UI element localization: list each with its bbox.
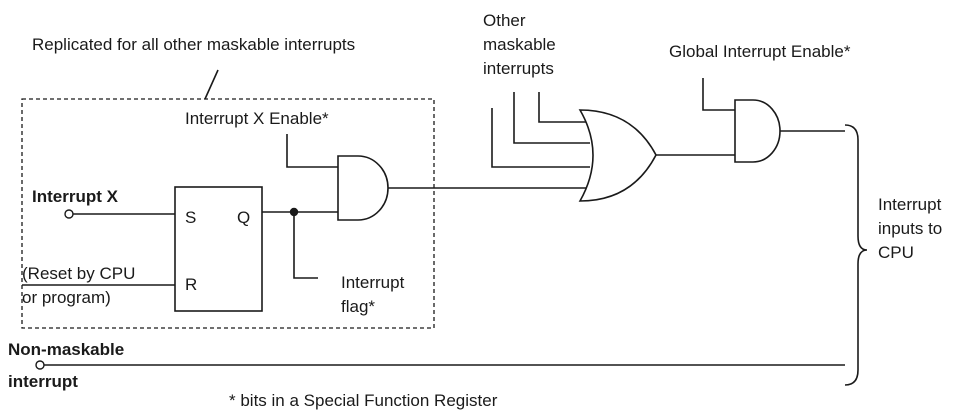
and-gate-interrupt-x bbox=[337, 155, 389, 221]
non-maskable-label-line1: Non-maskable bbox=[8, 340, 124, 359]
replicated-block-box bbox=[21, 98, 435, 329]
non-maskable-terminal bbox=[35, 360, 45, 370]
cpu-inputs-label-line1: Interrupt bbox=[878, 195, 942, 214]
sr-latch-box bbox=[174, 186, 263, 312]
other-interrupt-wire-1 bbox=[491, 108, 590, 168]
replicated-note: Replicated for all other maskable interr… bbox=[32, 35, 355, 54]
other-interrupt-wire-2 bbox=[513, 92, 590, 144]
non-maskable-label-line2: interrupt bbox=[8, 372, 78, 391]
other-maskable-label-line3: interrupts bbox=[483, 59, 554, 78]
other-maskable-label-line2: maskable bbox=[483, 35, 556, 54]
reset-label-line1: (Reset by CPU bbox=[22, 264, 135, 283]
q-pin-label: Q bbox=[237, 208, 250, 227]
interrupt-x-enable-label: Interrupt X Enable* bbox=[185, 109, 329, 128]
cpu-inputs-label-line3: CPU bbox=[878, 243, 914, 262]
interrupt-x-label: Interrupt X bbox=[32, 187, 119, 206]
interrupt-x-terminal bbox=[64, 209, 74, 219]
other-interrupt-wire-3 bbox=[538, 92, 590, 123]
interrupt-flag-label-line2: flag* bbox=[341, 297, 375, 316]
interrupt-x-enable-wire bbox=[286, 134, 338, 168]
and-gate-global bbox=[734, 99, 781, 163]
global-enable-label: Global Interrupt Enable* bbox=[669, 42, 851, 61]
or-gate-maskable bbox=[578, 109, 657, 202]
s-pin-label: S bbox=[185, 208, 196, 227]
other-maskable-label-line1: Other bbox=[483, 11, 526, 30]
footnote: * bits in a Special Function Register bbox=[229, 391, 498, 410]
cpu-inputs-label-line2: inputs to bbox=[878, 219, 942, 238]
r-pin-label: R bbox=[185, 275, 197, 294]
cpu-inputs-brace bbox=[844, 124, 868, 386]
global-enable-wire bbox=[702, 78, 735, 111]
replicated-leader-line bbox=[204, 69, 219, 100]
interrupt-flag-label-line1: Interrupt bbox=[341, 273, 405, 292]
reset-label-line2: or program) bbox=[22, 288, 111, 307]
interrupt-flag-wire bbox=[293, 212, 318, 279]
